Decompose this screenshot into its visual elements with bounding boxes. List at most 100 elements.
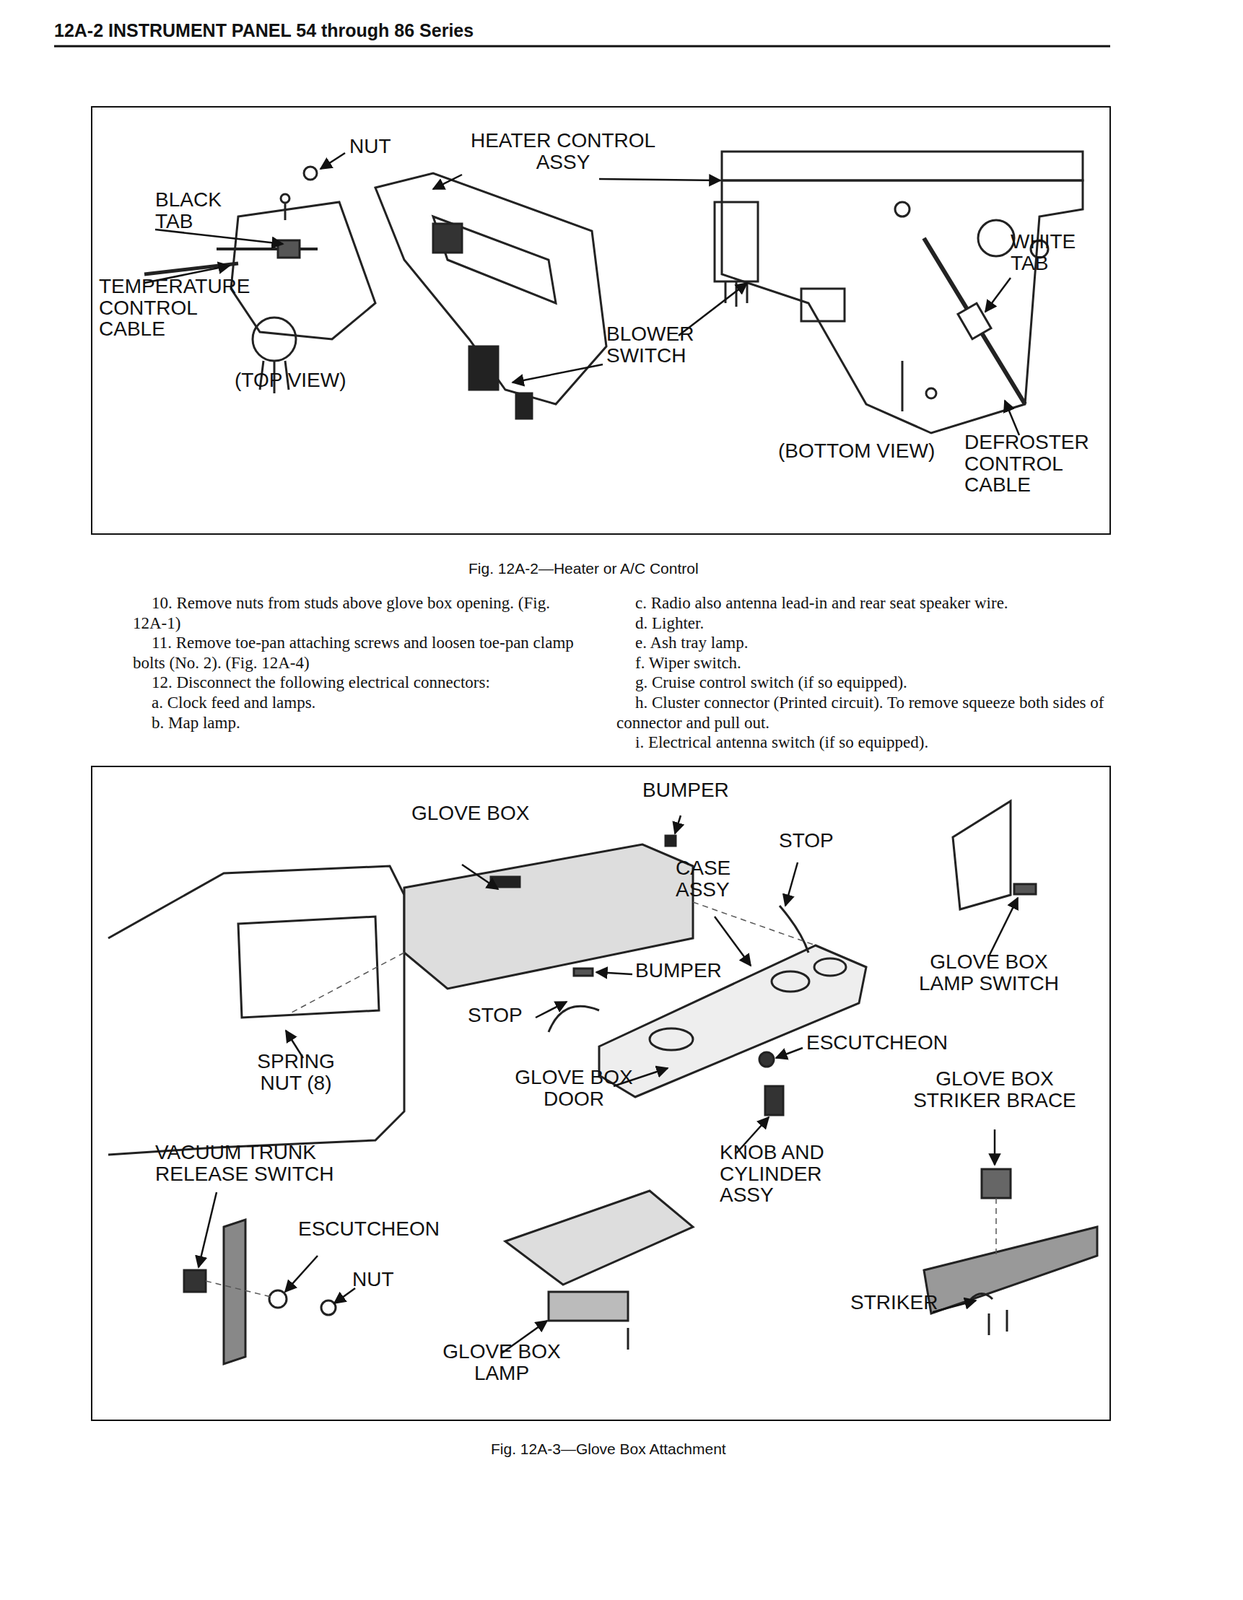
glove-box-parts bbox=[321, 1300, 336, 1316]
leader-line bbox=[596, 972, 633, 975]
glove-box-parts bbox=[771, 971, 810, 992]
part-label: KNOB AND CYLINDER ASSY bbox=[719, 1141, 850, 1207]
page-header: 12A-2 INSTRUMENT PANEL 54 through 86 Ser… bbox=[54, 20, 474, 42]
glove-box-parts bbox=[665, 835, 676, 846]
glove-box-parts bbox=[490, 877, 520, 888]
leader-line bbox=[433, 174, 462, 190]
instruction-text: a. Clock feed and lamps. bbox=[132, 692, 575, 714]
instruction-text: e. Ash tray lamp. bbox=[616, 633, 1111, 654]
glove-box-parts bbox=[238, 916, 379, 1018]
glove-box-parts bbox=[1006, 1310, 1009, 1332]
glove-box-parts bbox=[988, 1313, 991, 1336]
glove-box-parts bbox=[814, 958, 846, 976]
part-label: STRIKER bbox=[850, 1292, 938, 1314]
assembly-line bbox=[692, 902, 816, 946]
heater-control-top-view bbox=[303, 166, 317, 180]
glove-box-parts bbox=[759, 1052, 774, 1067]
figure-frame bbox=[91, 106, 1111, 1421]
heater-control-top-view bbox=[216, 247, 318, 251]
heater-control-bottom-view bbox=[901, 360, 904, 412]
instruction-text: d. Lighter. bbox=[616, 613, 1111, 634]
header-rule bbox=[54, 45, 1111, 48]
instruction-text: h. Cluster connector (Printed circuit). … bbox=[616, 692, 1111, 733]
part-label: STOP bbox=[467, 1004, 523, 1027]
glove-box-parts bbox=[548, 1006, 600, 1033]
figure-caption: Fig. 12A-2—Heater or A/C Control bbox=[468, 560, 699, 578]
instruction-text: g. Cruise control switch (if so equipped… bbox=[616, 672, 1111, 693]
leader-line bbox=[993, 1129, 997, 1166]
leader-line bbox=[988, 897, 1018, 957]
instruction-text: 10. Remove nuts from studs above glove b… bbox=[132, 593, 575, 634]
assembly-line bbox=[995, 1198, 997, 1256]
part-label: VACUUM TRUNK RELEASE SWITCH bbox=[155, 1141, 365, 1185]
leader-line bbox=[461, 864, 499, 890]
leader-line bbox=[599, 179, 721, 181]
heater-control-top-view bbox=[252, 317, 296, 361]
heater-control-bottom-view bbox=[721, 151, 1083, 181]
heater-control-bottom-view bbox=[926, 388, 937, 399]
glove-box-parts bbox=[765, 1086, 784, 1116]
figure-frame bbox=[91, 766, 1111, 1421]
leader-line bbox=[535, 1001, 567, 1018]
heater-control-bottom-view bbox=[746, 281, 749, 304]
leader-line bbox=[198, 1192, 217, 1268]
leader-line bbox=[285, 1255, 318, 1293]
glove-box-parts bbox=[981, 1169, 1011, 1199]
instruction-text: f. Wiper switch. bbox=[616, 653, 1111, 674]
heater-control-bottom-view bbox=[714, 202, 758, 282]
heater-control-top-view bbox=[469, 346, 499, 390]
part-label: BLOWER SWITCH bbox=[606, 323, 694, 366]
heater-control-bottom-view bbox=[895, 202, 910, 217]
glove-box-parts bbox=[952, 801, 1011, 910]
glove-box-parts bbox=[108, 801, 1098, 1365]
part-label: NUT bbox=[352, 1268, 395, 1291]
leader-line bbox=[985, 277, 1011, 312]
instruction-text: b. Map lamp. bbox=[132, 713, 575, 734]
leader-line bbox=[512, 364, 603, 383]
leader-line bbox=[714, 916, 751, 966]
heater-control-bottom-view bbox=[721, 180, 1083, 434]
instruction-text: c. Radio also antenna lead-in and rear s… bbox=[616, 593, 1111, 614]
leader-line bbox=[775, 1048, 803, 1059]
part-label: NUT bbox=[349, 135, 392, 158]
glove-box-parts bbox=[627, 1328, 630, 1350]
glove-box-parts bbox=[649, 1028, 693, 1051]
leader-line bbox=[932, 1300, 976, 1313]
part-label: GLOVE BOX DOOR bbox=[505, 1066, 643, 1110]
assembly-line bbox=[205, 902, 997, 1298]
glove-box-parts bbox=[223, 1219, 246, 1365]
part-label: ESCUTCHEON bbox=[298, 1218, 440, 1241]
heater-control-bottom-view bbox=[923, 238, 1026, 405]
part-label: WHITE TAB bbox=[1010, 230, 1076, 274]
glove-box-parts bbox=[1014, 884, 1036, 895]
glove-box-parts bbox=[548, 1292, 628, 1321]
instruction-text: 11. Remove toe-pan attaching screws and … bbox=[132, 633, 575, 673]
header-rule bbox=[54, 46, 1111, 47]
leader-line bbox=[144, 153, 1020, 1354]
leader-line bbox=[320, 153, 346, 169]
glove-box-parts bbox=[970, 1294, 993, 1301]
figure-caption: Fig. 12A-3—Glove Box Attachment bbox=[490, 1440, 727, 1459]
part-label: BLACK TAB bbox=[155, 189, 222, 232]
figure-frame bbox=[91, 106, 1111, 535]
glove-box-parts bbox=[599, 945, 867, 1098]
heater-control-top-view bbox=[280, 194, 290, 203]
part-label: GLOVE BOX LAMP SWITCH bbox=[905, 951, 1072, 994]
heater-control-bottom-view bbox=[978, 220, 1015, 257]
heater-control-top-view bbox=[433, 216, 556, 304]
glove-box-parts bbox=[108, 866, 405, 1155]
heater-control-bottom-view bbox=[714, 151, 1083, 434]
glove-box-parts bbox=[269, 1290, 287, 1308]
part-label: (TOP VIEW) bbox=[234, 369, 347, 392]
instruction-text: i. Electrical antenna switch (if so equi… bbox=[616, 732, 1111, 753]
part-label: HEATER CONTROL ASSY bbox=[454, 129, 672, 173]
leader-line bbox=[674, 815, 681, 834]
glove-box-parts bbox=[779, 905, 809, 953]
glove-box-parts bbox=[184, 1270, 206, 1293]
leader-line bbox=[1004, 400, 1020, 436]
heater-control-top-view bbox=[433, 223, 462, 253]
heater-control-top-view bbox=[375, 173, 607, 405]
part-label: GLOVE BOX bbox=[411, 802, 530, 825]
part-label: TEMPERATURE CONTROL CABLE bbox=[98, 275, 251, 340]
part-label: ESCUTCHEON bbox=[806, 1032, 948, 1054]
